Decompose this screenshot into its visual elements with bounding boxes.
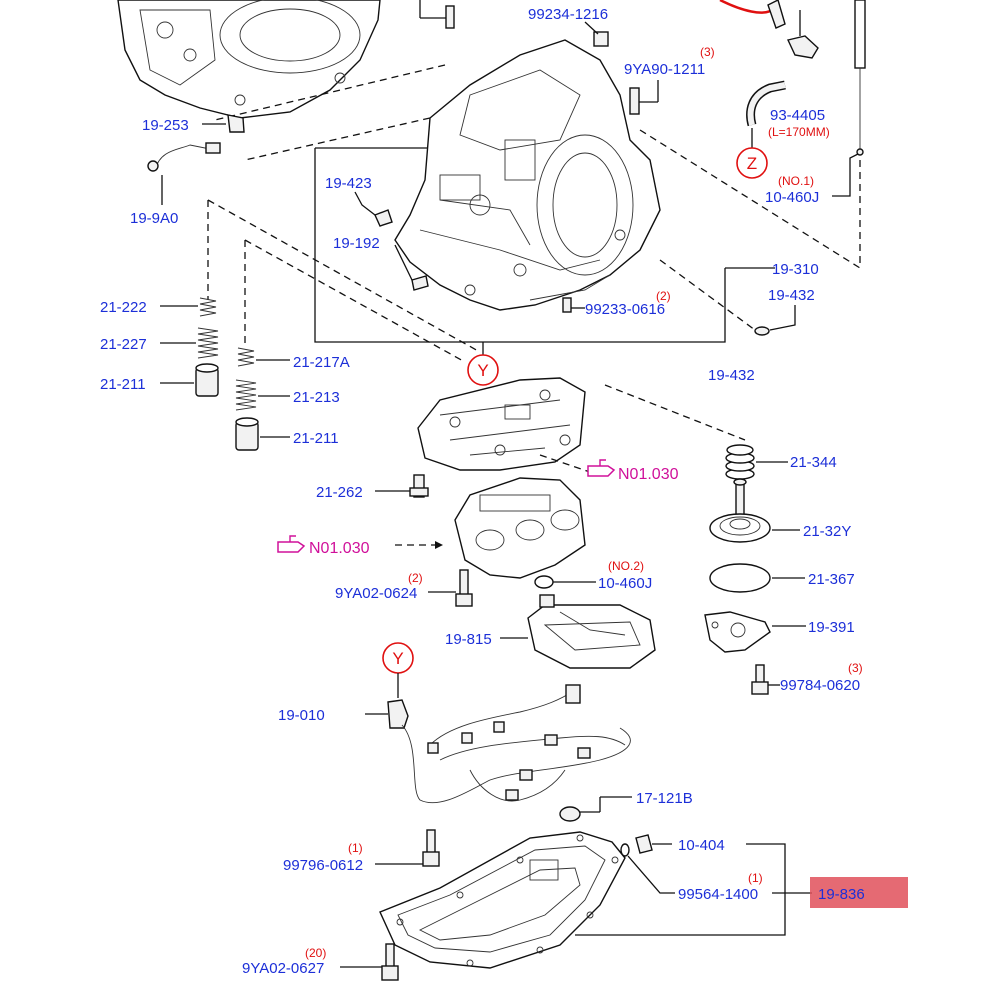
top-stud-bolt [419, 0, 455, 29]
spring-21-344 [725, 444, 755, 480]
plug-19-423 [374, 209, 393, 227]
label-99796-0612: 99796-0612 [283, 857, 363, 874]
label-19-391: 19-391 [808, 619, 855, 636]
stud-9ya90 [629, 87, 640, 115]
plug-99234 [593, 31, 609, 47]
label-21-227: 21-227 [100, 336, 147, 353]
label-10-460j-a: 10-460J [765, 189, 819, 206]
plug-21-211-a [195, 363, 219, 397]
label-99564-1400: 99564-1400 [678, 886, 758, 903]
ref-n01030-lower: N01.030 [309, 540, 370, 557]
label-19-010: 19-010 [278, 707, 325, 724]
case-assembly-box [314, 147, 775, 343]
oil-pan [379, 831, 626, 969]
o-ring-21-367 [709, 563, 771, 593]
qty-99564-1400: (1) [748, 871, 763, 885]
qty-9ya90-1211: (3) [700, 45, 715, 59]
marker-z: Z [736, 147, 768, 179]
bolt-99796-0612 [422, 829, 440, 867]
bolt-21-262 [409, 474, 429, 498]
oil-strainer [527, 594, 656, 669]
label-19-815: 19-815 [445, 631, 492, 648]
label-99234-1216: 99234-1216 [528, 6, 608, 23]
gasket-99564-1400 [620, 843, 630, 857]
servo-cover-19-391 [704, 611, 771, 653]
upper-valve-body [417, 377, 586, 471]
marker-y-upper: Y [467, 342, 499, 386]
label-21-213: 21-213 [293, 389, 340, 406]
spring-21-217a [237, 347, 255, 367]
bolt-19-192 [411, 275, 429, 291]
svg-text:Y: Y [477, 361, 488, 380]
label-99784-0620: 99784-0620 [780, 677, 860, 694]
label-21-367: 21-367 [808, 571, 855, 588]
spring-21-213 [235, 379, 257, 411]
bolt-9ya02-0627 [381, 943, 399, 981]
label-21-222: 21-222 [100, 299, 147, 316]
washer-17-121b [559, 806, 581, 822]
o-ring-19-432-a [754, 326, 770, 336]
transmission-case-housing [117, 0, 381, 119]
bolt-99784-0620 [751, 664, 769, 695]
spring-21-222 [199, 297, 217, 317]
qty-99233-0616: (2) [656, 289, 671, 303]
label-21-217a: 21-217A [293, 354, 350, 371]
piston-21-32y [709, 478, 771, 543]
oil-cooler-tube [719, 0, 776, 14]
highlighted-part-box [810, 877, 908, 908]
banjo-bolt [787, 10, 819, 59]
label-21-211-a: 21-211 [100, 376, 146, 393]
svg-text:Z: Z [747, 154, 757, 173]
spring-21-227 [197, 327, 219, 359]
label-19-432-a: 19-432 [768, 287, 815, 304]
label-19-192: 19-192 [333, 235, 380, 252]
label-19-432-b: 19-432 [708, 367, 755, 384]
wire-harness [387, 684, 631, 804]
lower-valve-body [454, 477, 586, 579]
label-19-310: 19-310 [772, 261, 819, 278]
label-10-404: 10-404 [678, 837, 725, 854]
o-ring-10-460j-b [534, 575, 554, 589]
dipstick-tube [854, 0, 866, 268]
pointing-hand-icon [587, 459, 616, 477]
qty-99784-0620: (3) [848, 661, 863, 675]
label-21-32y: 21-32Y [803, 523, 851, 540]
label-93-4405: 93-4405 [770, 107, 825, 124]
label-19-253: 19-253 [142, 117, 189, 134]
drain-plug-10-404 [635, 834, 653, 854]
marker-y-lower: Y [382, 642, 414, 698]
label-9ya02-0624: 9YA02-0624 [335, 585, 417, 602]
plug-21-211-b [235, 417, 259, 451]
qty-10-460j-no2: (NO.2) [608, 559, 644, 573]
label-21-211-b: 21-211 [293, 430, 339, 447]
label-9ya02-0627: 9YA02-0627 [242, 960, 324, 977]
sensor-19-9a0 [147, 142, 221, 205]
qty-99796-0612: (1) [348, 841, 363, 855]
label-19-9a0: 19-9A0 [130, 210, 178, 227]
svg-text:Y: Y [392, 649, 403, 668]
label-21-262: 21-262 [316, 484, 363, 501]
qty-9ya02-0624: (2) [408, 571, 423, 585]
ref-n01030-upper: N01.030 [618, 466, 679, 483]
label-19-423: 19-423 [325, 175, 372, 192]
label-19-836[interactable]: 19-836 [818, 886, 865, 903]
label-9ya90-1211: 9YA90-1211 [624, 61, 705, 78]
qty-9ya02-0627: (20) [305, 946, 326, 960]
label-99233-0616: 99233-0616 [585, 301, 665, 318]
label-93-4405-length: (L=170MM) [768, 125, 830, 139]
plug-19-253 [227, 114, 245, 133]
label-10-460j-b: 10-460J [598, 575, 652, 592]
qty-10-460j-no1: (NO.1) [778, 174, 814, 188]
transmission-case [394, 39, 661, 311]
pin-99233 [562, 297, 572, 313]
pointing-hand-icon [277, 535, 306, 553]
label-17-121b: 17-121B [636, 790, 693, 807]
label-21-344: 21-344 [790, 454, 837, 471]
bolt-9ya02-0624 [455, 569, 473, 607]
